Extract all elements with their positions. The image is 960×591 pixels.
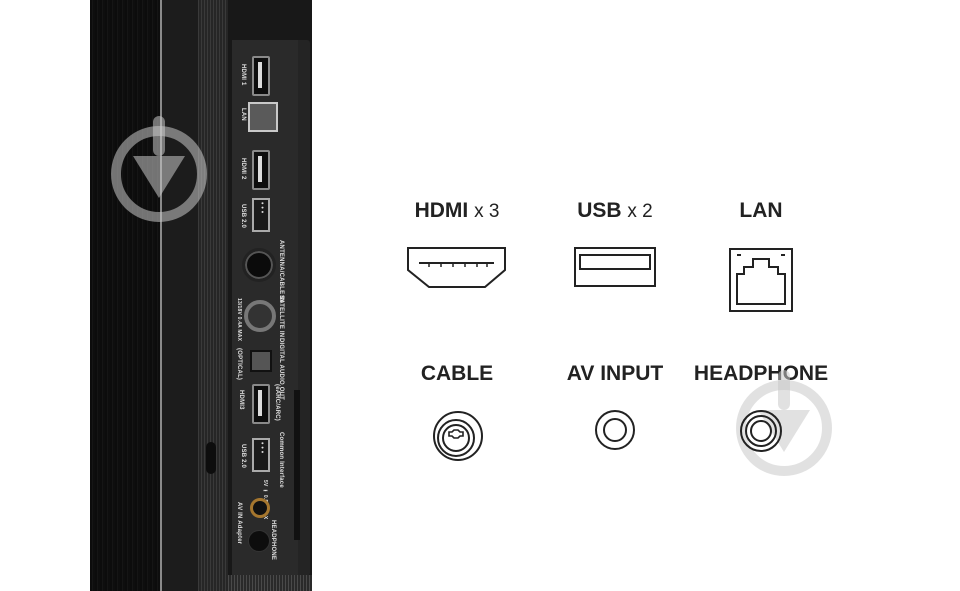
antenna-port	[242, 248, 276, 282]
usb-spec-name: USB	[577, 199, 622, 222]
av-in-port	[250, 498, 270, 518]
usb-1-port	[252, 198, 270, 232]
hdmi-spec-count: x 3	[474, 201, 500, 222]
hdmi-spec-label: HDMI x 3	[372, 199, 542, 223]
av-spec-label: AV INPUT	[566, 362, 664, 385]
satellite-port	[244, 300, 276, 332]
common-interface-label: Common Interface	[278, 432, 284, 488]
headphone-port	[248, 530, 270, 552]
lan-port	[248, 102, 278, 132]
antenna-label: ANTENNA/CABLE IN	[278, 240, 284, 303]
hdmi-1-label: HDMI 1	[240, 64, 246, 86]
usb-2-label: USB 2.0	[240, 444, 246, 469]
av-jack-icon	[595, 410, 635, 450]
tv-control-knob	[206, 442, 216, 474]
usb-port-icon	[574, 247, 656, 287]
satellite-label: SATELLITE IN	[278, 295, 284, 338]
tv-ribbed-edge	[198, 0, 228, 591]
coax-port-icon	[433, 411, 483, 461]
hdmi-3-label: HDMI3	[238, 390, 244, 410]
usb-1-label: USB 2.0	[240, 204, 246, 229]
tv-bottom-ribs	[228, 575, 312, 591]
digital-audio-label: DIGITAL AUDIO OUT	[278, 338, 284, 400]
common-interface-slot	[294, 390, 300, 540]
earc-label: (eARC/ARC)	[274, 384, 280, 421]
hdmi-spec-name: HDMI	[414, 199, 469, 222]
tv-edge-highlight	[160, 0, 162, 591]
hdmi-2-label: HDMI 2	[240, 158, 246, 180]
hdmi-1-port	[252, 56, 270, 96]
headphone-label: HEADPHONE	[270, 520, 276, 561]
hdmi-2-port	[252, 150, 270, 190]
optical-label: (OPTICAL)	[236, 348, 242, 381]
headphone-jack-icon	[740, 410, 782, 452]
optical-port	[250, 350, 272, 372]
cable-spec-label: CABLE	[420, 362, 494, 385]
hdmi-port-icon	[407, 247, 506, 288]
tv-side-view: HDMI 1 LAN HDMI 2 USB 2.0 ANTENNA/CABLE …	[90, 0, 312, 591]
usb-spec-count: x 2	[627, 201, 653, 222]
hdmi-3-port	[252, 384, 270, 424]
tv-side-frame	[162, 0, 198, 591]
watermark-icon	[111, 116, 207, 222]
usb-spec-label: USB x 2	[530, 199, 700, 223]
tv-back-cover	[90, 0, 160, 591]
lan-spec-label: LAN	[739, 199, 783, 222]
av-in-label: AV IN Adapter	[236, 502, 242, 545]
satellite-power-note: 13/18V 0.4A MAX	[236, 298, 242, 342]
connector-panel: HDMI 1 LAN HDMI 2 USB 2.0 ANTENNA/CABLE …	[232, 40, 310, 576]
lan-label: LAN	[240, 108, 246, 121]
headphone-spec-label: HEADPHONE	[693, 362, 829, 385]
usb-2-port	[252, 438, 270, 472]
ethernet-port-icon	[729, 248, 793, 312]
